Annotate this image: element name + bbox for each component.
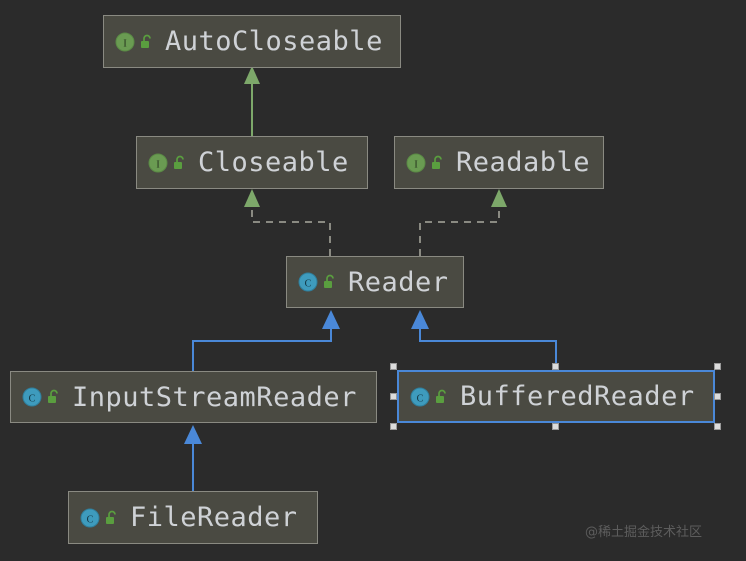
svg-text:C: C: [87, 514, 94, 525]
class-node-label: BufferedReader: [460, 381, 695, 412]
edge-reader-to-readable: [419, 189, 507, 256]
class-node-bufferedreader[interactable]: C BufferedReader: [397, 370, 715, 423]
class-icon: C: [79, 507, 101, 529]
edge-filereader-to-inputstreamreader: [184, 425, 202, 491]
class-icon: C: [297, 271, 319, 293]
class-node-closeable[interactable]: I Closeable: [136, 136, 368, 189]
edge-bufferedreader-to-reader: [411, 310, 557, 370]
interface-icon: I: [147, 152, 169, 174]
svg-text:I: I: [156, 159, 159, 170]
public-unlocked-icon: [139, 33, 155, 51]
svg-text:C: C: [305, 279, 312, 290]
class-node-inputstreamreader[interactable]: C InputStreamReader: [10, 371, 377, 423]
edge-inputstreamreader-to-reader: [192, 310, 340, 371]
class-node-readable[interactable]: I Readable: [394, 136, 604, 189]
resize-handle-middle-right[interactable]: [714, 393, 721, 400]
svg-text:I: I: [123, 38, 126, 49]
public-unlocked-icon: [434, 388, 450, 406]
interface-icon: I: [114, 31, 136, 53]
interface-icon: I: [405, 152, 427, 174]
svg-text:C: C: [417, 393, 424, 404]
class-node-reader[interactable]: C Reader: [286, 256, 464, 308]
resize-handle-top-center[interactable]: [552, 363, 559, 370]
class-node-label: Closeable: [198, 147, 349, 178]
resize-handle-bottom-right[interactable]: [714, 423, 721, 430]
svg-text:C: C: [29, 394, 36, 405]
resize-handle-middle-left[interactable]: [390, 393, 397, 400]
public-unlocked-icon: [104, 509, 120, 527]
resize-handle-top-left[interactable]: [390, 363, 397, 370]
resize-handle-bottom-left[interactable]: [390, 423, 397, 430]
resize-handle-top-right[interactable]: [714, 363, 721, 370]
watermark-text: @稀土掘金技术社区: [585, 525, 703, 540]
class-node-label: InputStreamReader: [72, 381, 357, 413]
resize-handle-bottom-center[interactable]: [552, 423, 559, 430]
public-unlocked-icon: [46, 388, 62, 406]
class-icon: C: [409, 386, 431, 408]
class-node-label: Reader: [348, 266, 449, 298]
edge-closeable-to-autocloseable: [244, 66, 260, 136]
class-node-label: AutoCloseable: [165, 26, 383, 57]
class-icon: C: [21, 386, 43, 408]
class-node-autocloseable[interactable]: I AutoCloseable: [103, 15, 401, 68]
public-unlocked-icon: [430, 154, 446, 172]
class-node-filereader[interactable]: C FileReader: [68, 491, 318, 544]
svg-text:I: I: [414, 159, 417, 170]
edge-reader-to-closeable: [244, 189, 331, 256]
public-unlocked-icon: [172, 154, 188, 172]
class-node-label: Readable: [456, 147, 591, 178]
public-unlocked-icon: [322, 273, 338, 291]
class-node-label: FileReader: [130, 502, 298, 533]
